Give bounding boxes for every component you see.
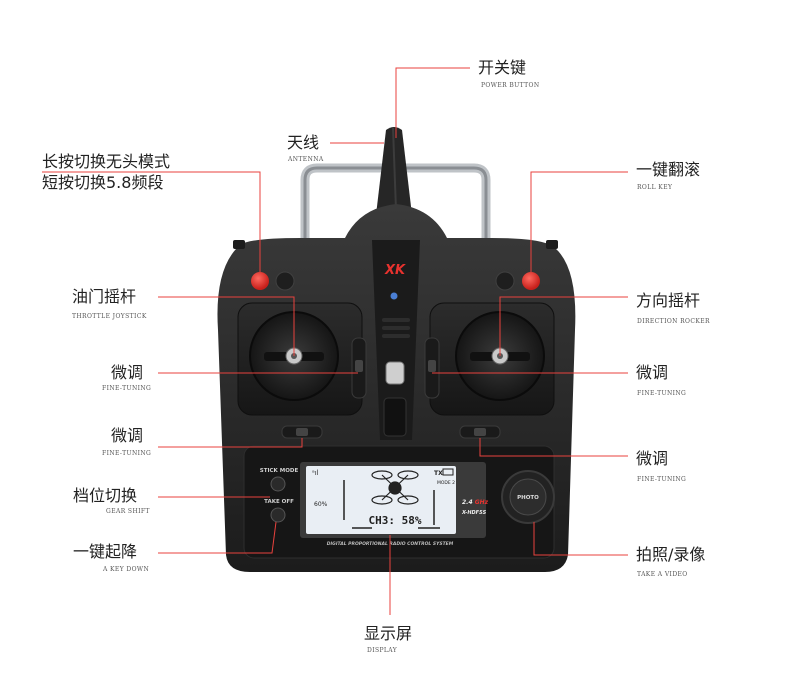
direction-rocker-label-en: DIRECTION ROCKER bbox=[637, 318, 710, 325]
trim-knob bbox=[428, 360, 436, 372]
trim-knob bbox=[296, 428, 308, 436]
trim-knob bbox=[474, 428, 486, 436]
throttle-joystick-label: 油门摇杆 bbox=[72, 287, 137, 306]
leader-fine-tuning-right-2 bbox=[479, 438, 628, 457]
status-led bbox=[390, 292, 398, 300]
battery-icon bbox=[442, 468, 454, 476]
lcd-tx-label: TX bbox=[434, 470, 443, 477]
headless-mode-label-line2: 短按切换5.8频段 bbox=[42, 173, 164, 192]
roll-key-button-base bbox=[495, 271, 515, 291]
trim-knob bbox=[355, 360, 363, 372]
take-a-video-label: 拍照/录像 bbox=[636, 545, 706, 564]
headless-mode-button[interactable] bbox=[251, 272, 269, 290]
photo-label: PHOTO bbox=[517, 495, 539, 501]
lcd-percent-left: 60% bbox=[314, 501, 328, 508]
leader-direction bbox=[499, 296, 628, 356]
drone-icon bbox=[371, 470, 419, 505]
roll-key-label: 一键翻滚 bbox=[636, 160, 701, 179]
antenna-label-en: ANTENNA bbox=[288, 156, 324, 163]
fine-tuning-left-1-label-en: FINE-TUNING bbox=[102, 385, 152, 392]
leader-headless-mode bbox=[42, 171, 261, 272]
throttle-joystick-label-en: THROTTLE JOYSTICK bbox=[72, 313, 147, 320]
leader-throttle bbox=[158, 296, 295, 356]
roll-key-button[interactable] bbox=[522, 272, 540, 290]
fine-tuning-left-1-label: 微调 bbox=[111, 363, 144, 382]
gear-shift-label-en: GEAR SHIFT bbox=[106, 508, 150, 515]
centre-slot bbox=[383, 397, 407, 437]
leader-fine-tuning-left-2 bbox=[158, 438, 303, 448]
fine-tuning-right-1-label-en: FINE-TUNING bbox=[637, 390, 687, 397]
freq-label: 2.4 GHz bbox=[462, 499, 489, 506]
stick-mode-label: STICK MODE bbox=[260, 468, 299, 474]
take-off-label: TAKE OFF bbox=[264, 499, 294, 505]
fine-tuning-left-2-label: 微调 bbox=[111, 426, 144, 445]
antenna-label: 天线 bbox=[287, 133, 320, 152]
a-key-down-label-en: A KEY DOWN bbox=[103, 566, 150, 573]
leader-power-button bbox=[395, 67, 470, 138]
brand-logo: XK bbox=[384, 263, 406, 278]
roll-key-label-en: ROLL KEY bbox=[637, 184, 673, 191]
fine-tuning-right-1-label: 微调 bbox=[636, 363, 669, 382]
leader-take-video bbox=[533, 522, 628, 556]
power-button-label: 开关键 bbox=[478, 58, 527, 77]
photo-video-button[interactable] bbox=[501, 470, 555, 524]
fine-tuning-right-2-label: 微调 bbox=[636, 449, 669, 468]
leader-roll-key bbox=[530, 171, 628, 272]
lcd-display: ᵃıl TX MODE 2 60% CH3: 58% 2.4 GHz X-HDF… bbox=[300, 462, 489, 538]
headless-mode-button-base bbox=[275, 271, 295, 291]
take-a-video-label-en: TAKE A VIDEO bbox=[637, 571, 688, 578]
fine-tuning-right-2-label-en: FINE-TUNING bbox=[637, 476, 687, 483]
power-button-label-en: POWER BUTTON bbox=[481, 82, 540, 89]
headless-mode-label-line1: 长按切换无头模式 bbox=[42, 152, 171, 171]
antenna bbox=[376, 127, 412, 215]
display-label: 显示屏 bbox=[364, 624, 413, 643]
direction-rocker[interactable] bbox=[429, 302, 555, 416]
fine-tuning-left-2-label-en: FINE-TUNING bbox=[102, 450, 152, 457]
signal-icon: ᵃıl bbox=[312, 469, 319, 477]
stick-mode-button[interactable] bbox=[270, 476, 286, 492]
model-code: X-HDF5S bbox=[461, 510, 487, 516]
leader-lines bbox=[42, 67, 628, 615]
throttle-joystick[interactable] bbox=[237, 302, 363, 416]
direction-rocker-label: 方向摇杆 bbox=[636, 291, 701, 310]
leader-a-key-down bbox=[158, 521, 277, 554]
lcd-mode-label: MODE 2 bbox=[437, 480, 455, 486]
lcd-channel-readout: CH3: 58% bbox=[369, 514, 422, 527]
gear-shift-label: 档位切换 bbox=[73, 486, 138, 505]
centre-switch[interactable] bbox=[385, 361, 405, 385]
a-key-down-label: 一键起降 bbox=[73, 542, 138, 561]
display-label-en: DISPLAY bbox=[367, 647, 398, 654]
take-off-button[interactable] bbox=[270, 507, 286, 523]
